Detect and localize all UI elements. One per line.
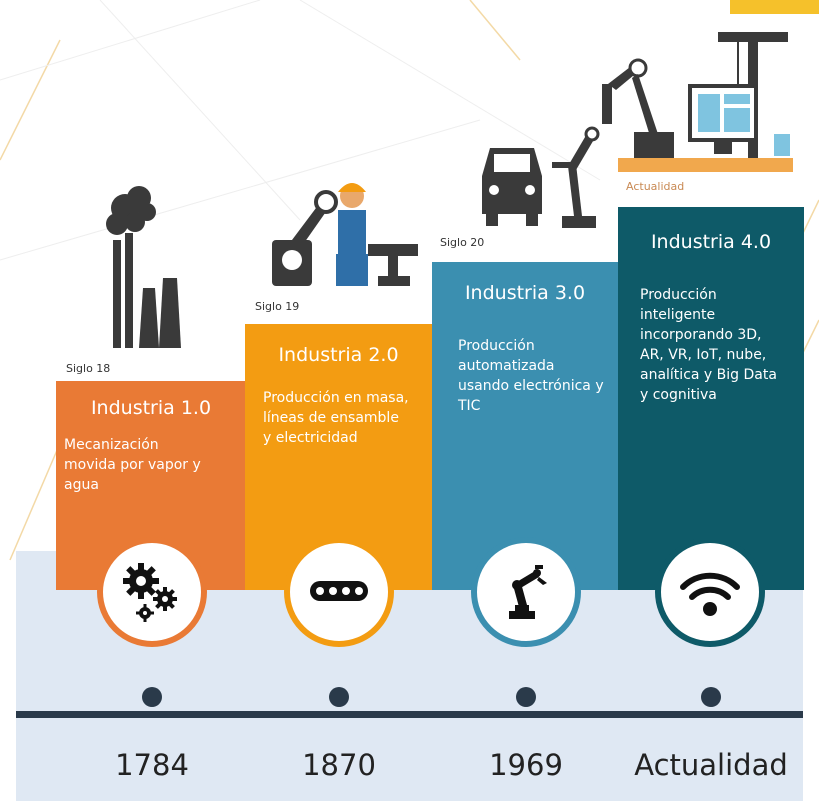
timeline-dot — [701, 687, 721, 707]
factory-illustration — [106, 186, 181, 348]
conveyor-belt-icon — [284, 537, 394, 647]
timeline-dot — [329, 687, 349, 707]
timeline-dot — [142, 687, 162, 707]
timeline-line — [16, 711, 803, 718]
gears-icon — [97, 537, 207, 647]
era-label: Siglo 18 — [66, 362, 111, 375]
stage-title: Industria 1.0 — [90, 397, 212, 419]
car-robot-illustration — [482, 126, 600, 228]
era-label: Siglo 19 — [255, 300, 300, 313]
stage-title: Industria 4.0 — [650, 231, 772, 253]
stage-title: Industria 2.0 — [278, 344, 399, 366]
corner-accent — [730, 0, 819, 14]
year-label: Actualidad — [634, 748, 788, 782]
stage-description: Producción en masa, líneas de ensamble y… — [263, 390, 409, 446]
stage-industria-4: Industria 4.0 Producción inteligente inc… — [618, 207, 804, 590]
stage-description: Producción automatizada usando electróni… — [458, 338, 604, 414]
year-label: 1870 — [302, 748, 376, 782]
year-label: 1784 — [115, 748, 189, 782]
stage-description: Producción inteligente incorporando 3D, … — [640, 287, 777, 403]
year-label: 1969 — [489, 748, 563, 782]
robot-arm-icon — [471, 537, 581, 647]
stage-description: Mecanización movida por vapor y agua — [64, 437, 201, 493]
smart-factory-illustration — [602, 32, 793, 172]
era-label: Siglo 20 — [440, 236, 485, 249]
worker-machine-illustration — [272, 183, 418, 286]
era-label: Actualidad — [626, 180, 685, 193]
stage-title: Industria 3.0 — [464, 282, 586, 304]
timeline-dot — [516, 687, 536, 707]
stage-industria-3: Industria 3.0 Producción automatizada us… — [432, 262, 618, 590]
wifi-signal-icon — [655, 537, 765, 647]
